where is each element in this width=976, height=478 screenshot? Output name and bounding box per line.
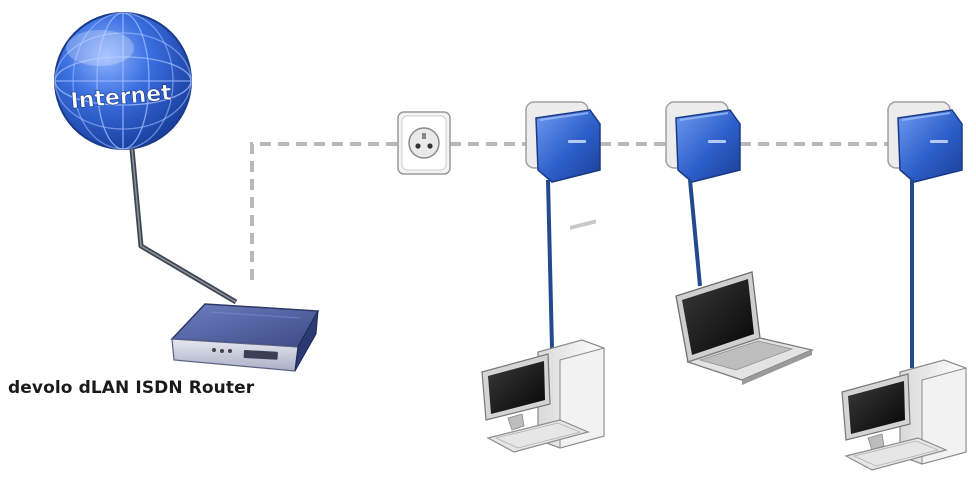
desktop-pc-2: [841, 359, 967, 471]
lan-cable-2: [688, 179, 702, 287]
desktop-computer-icon: [841, 359, 967, 471]
desktop-computer-icon: [481, 219, 605, 453]
laptop: [675, 271, 815, 385]
lan-cables: [546, 179, 914, 368]
globe-icon: [54, 12, 192, 150]
powerline-adapter-1: [525, 101, 601, 183]
power-socket-icon: [397, 111, 451, 175]
powerline-adapter-icon: [665, 101, 741, 183]
router-caption: devolo dLAN ISDN Router: [8, 378, 255, 398]
router: [170, 303, 320, 372]
powerline-adapter-icon: [887, 101, 963, 183]
powerline-wiring: [250, 142, 890, 280]
powerline-adapter-2: [665, 101, 741, 183]
router-icon: [170, 303, 320, 372]
desktop-pc-1: [481, 219, 605, 453]
wall-socket: [397, 111, 451, 175]
powerline-adapter-3: [887, 101, 963, 183]
laptop-icon: [675, 271, 815, 385]
internet-cable: [129, 148, 238, 305]
lan-cable-1: [546, 179, 554, 349]
internet-globe: Internet: [54, 12, 192, 150]
powerline-adapter-icon: [525, 101, 601, 183]
